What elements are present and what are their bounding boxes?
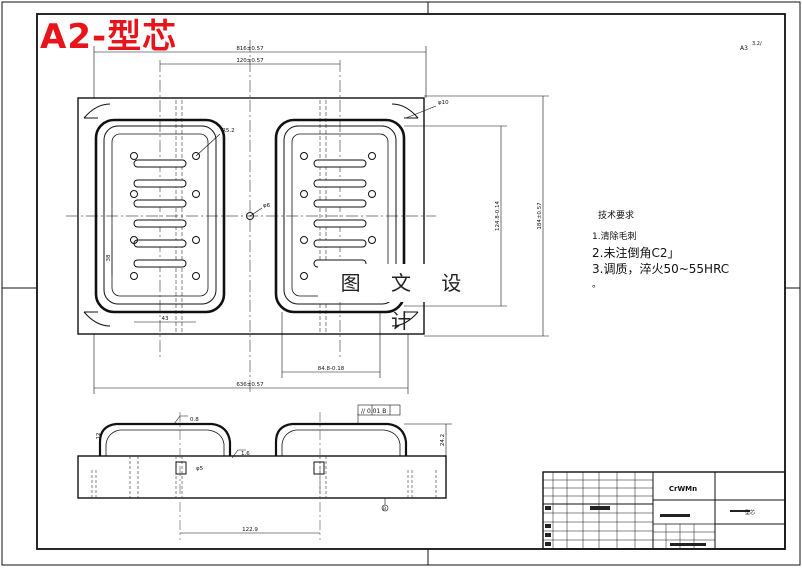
channel-strips [175, 100, 327, 332]
left-core [94, 118, 226, 314]
title-block [542, 471, 786, 550]
svg-text:636±0.57: 636±0.57 [236, 382, 264, 388]
svg-text:A3: A3 [740, 45, 748, 52]
notes-heading: 技术要求 [598, 211, 635, 221]
drawing-title: A2-型芯 [40, 17, 178, 57]
svg-text:1.6: 1.6 [241, 451, 250, 457]
inner-frame [36, 13, 786, 550]
note-item: 2.未注倒角C2」 [592, 246, 680, 260]
svg-text:R5.2: R5.2 [222, 128, 235, 134]
technical-notes: 技术要求 1.清除毛刺 2.未注倒角C2」 3.调质，淬火50~55HRC 。 [592, 208, 729, 293]
dimension-lines [93, 46, 549, 394]
corner-marks [83, 103, 419, 327]
svg-text:12: 12 [96, 433, 102, 440]
svg-text:// 0.01 B: // 0.01 B [361, 408, 386, 415]
center-lines [66, 40, 436, 395]
watermark-label: 图 文 设 计 [318, 264, 496, 333]
svg-text:φ10: φ10 [438, 100, 449, 106]
svg-text:120±0.57: 120±0.57 [236, 58, 264, 64]
section-base [77, 455, 447, 499]
left-core-profile [98, 422, 232, 456]
note-item: 3.调质，淬火50~55HRC [592, 262, 730, 276]
section-hidden-lines [91, 456, 437, 498]
svg-text:24.2: 24.2 [440, 434, 446, 446]
material-label: CrWMn [669, 485, 697, 493]
dimension-texts: 816±0.57 120±0.57 636±0.57 84.8-0.18 43 … [106, 46, 543, 388]
svg-text:B: B [383, 506, 386, 512]
svg-text:φ6: φ6 [263, 203, 271, 209]
right-core-profile [274, 422, 408, 456]
drawing-name: 型芯 [745, 509, 755, 516]
roughness-note: A3 3.2/ [740, 41, 762, 52]
svg-text:124.8-0.14: 124.8-0.14 [495, 201, 501, 231]
svg-text:0.8: 0.8 [190, 417, 199, 423]
svg-text:122.9: 122.9 [242, 527, 258, 533]
svg-text:38: 38 [106, 254, 112, 261]
svg-text:φ5: φ5 [196, 466, 204, 472]
center-hole [246, 212, 254, 220]
section-view: 122.9 24.2 φ5 0.8 1.6 12 // 0.01 B B [77, 404, 452, 540]
svg-text:84.8-0.18: 84.8-0.18 [318, 366, 345, 372]
note-item: 1.清除毛刺 [592, 232, 637, 242]
plan-view: 816±0.57 120±0.57 636±0.57 84.8-0.18 43 … [66, 40, 549, 395]
note-tail: 。 [592, 280, 602, 290]
svg-text:3.2/: 3.2/ [752, 41, 762, 47]
right-core [274, 118, 406, 314]
svg-text:816±0.57: 816±0.57 [236, 46, 264, 52]
svg-text:184±0.57: 184±0.57 [537, 202, 543, 230]
svg-text:43: 43 [162, 316, 169, 322]
